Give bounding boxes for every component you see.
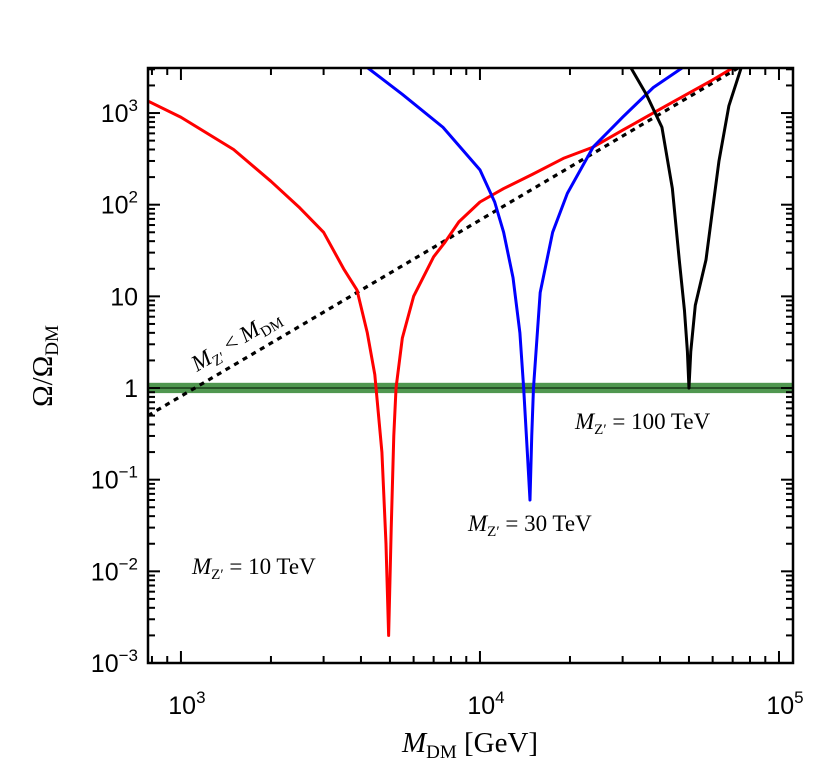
y-tick-label: 103 [101,96,138,128]
x-axis-title: MDM [GeV] [401,727,538,763]
tick-base: 10 [91,558,119,586]
tick-base: 10 [91,650,119,678]
tick-exponent: −1 [119,463,138,482]
series-label-30tev: MZ′ = 30 TeV [467,511,592,540]
x-tick-label: 105 [766,688,803,720]
tick-base: 10 [168,692,196,720]
tick-exponent: 2 [129,188,138,207]
y-axis-title: Ω/ΩDM [27,325,63,407]
tick-base: 10 [467,692,495,720]
y-tick-label: 102 [101,188,138,220]
y-tick-label: 1 [124,375,138,403]
tick-base: 10 [110,283,138,311]
tick-exponent: 5 [794,688,803,707]
tick-base: 10 [91,467,119,495]
y-tick-label: 10−2 [91,554,138,586]
tick-base: 10 [101,100,129,128]
reference-line-mz-lt-mdm [148,68,739,417]
observed-relic-band [148,382,793,394]
tick-base: 10 [766,692,794,720]
tick-base: 10 [101,192,129,220]
series-label-10tev: MZ′ = 10 TeV [191,554,316,583]
tick-exponent: −2 [119,554,138,573]
tick-exponent: 3 [196,688,205,707]
series-mz-100tev [629,68,743,390]
series-label-100tev: MZ′ = 100 TeV [574,409,711,438]
series-layer [148,68,743,637]
tick-base: 1 [124,375,138,403]
x-tick-label: 104 [467,688,504,720]
tick-exponent: 4 [495,688,504,707]
y-tick-label: 10 [110,283,138,311]
tick-exponent: 3 [129,96,138,115]
series-mz-30tev [367,68,683,502]
x-tick-label: 103 [168,688,205,720]
tick-exponent: −3 [119,646,138,665]
y-tick-label: 10−1 [91,463,138,495]
y-tick-label: 10−3 [91,646,138,678]
plot-frame [146,66,795,665]
